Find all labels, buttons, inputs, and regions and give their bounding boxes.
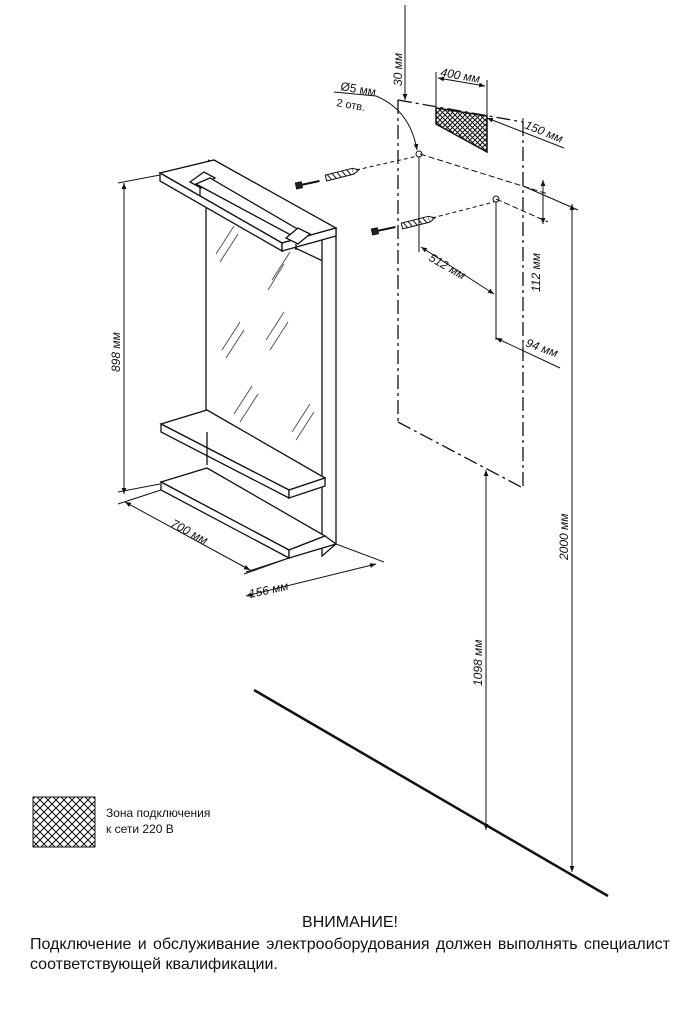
- hatch-zone-icon: [32, 796, 96, 848]
- dim-floor-to-bottom: 1098 мм: [471, 640, 485, 686]
- dim-hole-side: 94 мм: [524, 336, 560, 360]
- label-hole-diameter: Ø5 мм: [339, 79, 377, 99]
- lamp-icon: [188, 171, 312, 250]
- screw-icon: [294, 155, 495, 236]
- warning-title: ВНИМАНИЕ!: [302, 914, 398, 931]
- dim-cabinet-width: 700 мм: [169, 516, 211, 547]
- dim-floor-to-top: 2000 мм: [557, 514, 571, 561]
- floor-line: [253, 688, 609, 898]
- side-panel: [321, 227, 337, 558]
- wall-outline: [397, 99, 524, 489]
- legend-line2: к сети 220 В: [106, 822, 174, 836]
- dim-cabinet-height: 898 мм: [109, 332, 123, 372]
- connection-zone: [435, 107, 488, 154]
- dim-top-offset: 30 мм: [391, 53, 405, 86]
- legend-line1: Зона подключения: [106, 806, 210, 820]
- mirror-cabinet: [158, 159, 338, 560]
- label-hole-count: 2 отв.: [335, 97, 366, 114]
- dim-hole-spacing: 512 мм: [427, 250, 468, 282]
- dim-hole-vertical: 112 мм: [529, 253, 543, 292]
- dim-zone-width: 400 мм: [439, 65, 481, 86]
- warning-text: Подключение и обслуживание электрооборуд…: [30, 936, 670, 973]
- dim-cabinet-depth: 156 мм: [248, 579, 290, 601]
- dim-side-offset: 150 мм: [523, 118, 565, 146]
- legend: Зона подключения к сети 220 В: [32, 796, 210, 848]
